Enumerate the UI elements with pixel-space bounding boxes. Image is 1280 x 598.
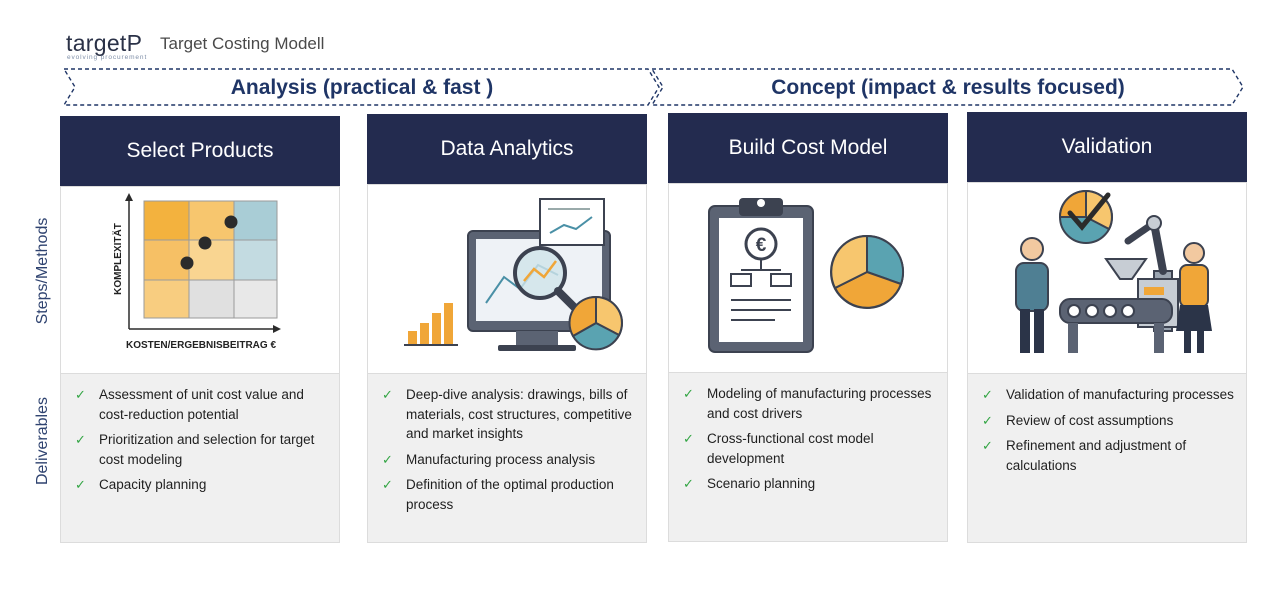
deliverable-item: ✓Scenario planning [681, 474, 937, 494]
column-title: Build Cost Model [668, 113, 948, 183]
clipboard-euro-icon: € [708, 198, 904, 353]
column-title: Data Analytics [367, 114, 647, 184]
logo-tagline: evolving procurement [67, 54, 148, 61]
deliverable-item: ✓Cross-functional cost model development [683, 431, 874, 466]
row-label-deliverables: Deliverables [34, 396, 51, 486]
deliverable-item: ✓Assessment of unit cost value and cost-… [75, 387, 304, 422]
deliverable-item: ✓Deep-dive analysis: drawings, bills of … [382, 387, 632, 441]
check-icon: ✓ [683, 476, 694, 491]
check-icon: ✓ [75, 387, 86, 402]
matrix-axis-x-label: KOSTEN/ERGEBNISBEITRAG € [126, 340, 276, 351]
deliverable-item: ✓Refinement and adjustment of calculatio… [982, 438, 1187, 473]
column-title: Validation [967, 112, 1247, 182]
row-label-steps: Steps/Methods [34, 217, 51, 325]
check-icon: ✓ [683, 386, 694, 401]
check-icon: ✓ [382, 451, 393, 467]
check-icon: ✓ [982, 387, 993, 402]
check-icon: ✓ [982, 438, 993, 453]
matrix-chart-icon: KOMPLEXITÄT KOSTEN/ERGEBNISBEITRAG € [111, 193, 281, 351]
deliverables-box: ✓Validation of manufacturing processes ✓… [967, 373, 1247, 543]
phase-concept: Concept (impact & results focused) [650, 67, 1246, 107]
check-icon: ✓ [75, 477, 86, 492]
phase-arrow-shape [650, 68, 1244, 106]
analytics-monitor-icon [404, 198, 623, 351]
column-title: Select Products [60, 116, 340, 186]
monitor-analytics-illustration [367, 184, 647, 374]
page-title: Target Costing Modell [160, 34, 325, 53]
check-icon: ✓ [683, 431, 694, 446]
check-icon: ✓ [382, 477, 393, 492]
deliverables-box: ✓Modeling of manufacturing processes and… [668, 372, 948, 542]
deliverable-item: ✓Prioritization and selection for target… [75, 432, 315, 467]
deliverable-item: ✓Capacity planning [73, 475, 329, 495]
validation-illustration [967, 182, 1247, 374]
deliverable-item: ✓Review of cost assumptions [980, 411, 1236, 431]
deliverable-item: ✓Definition of the optimal production pr… [382, 477, 614, 512]
deliverables-box: ✓Assessment of unit cost value and cost-… [60, 373, 340, 543]
deliverable-item: ✓Validation of manufacturing processes [980, 385, 1236, 405]
check-icon: ✓ [382, 387, 393, 402]
deliverable-item: ✓Modeling of manufacturing processes and… [683, 386, 932, 421]
phase-analysis: Analysis (practical & fast ) [62, 67, 662, 107]
deliverables-box: ✓Deep-dive analysis: drawings, bills of … [367, 373, 647, 543]
check-icon: ✓ [982, 412, 993, 428]
deliverable-item: ✓Manufacturing process analysis [380, 450, 636, 470]
targetp-logo: targetP [66, 30, 143, 56]
production-line-icon [1015, 189, 1212, 353]
svg-text:€: € [756, 235, 767, 256]
phase-arrow-shape [62, 68, 660, 106]
phase-analysis-label: Analysis (practical & fast ) [230, 76, 494, 99]
phase-concept-label: Concept (impact & results focused) [771, 76, 1125, 99]
matrix-axis-y-label: KOMPLEXITÄT [111, 223, 124, 295]
check-icon: ✓ [75, 432, 86, 447]
complexity-cost-matrix-illustration: KOMPLEXITÄT KOSTEN/ERGEBNISBEITRAG € [60, 186, 340, 374]
cost-model-illustration: € [668, 183, 948, 373]
